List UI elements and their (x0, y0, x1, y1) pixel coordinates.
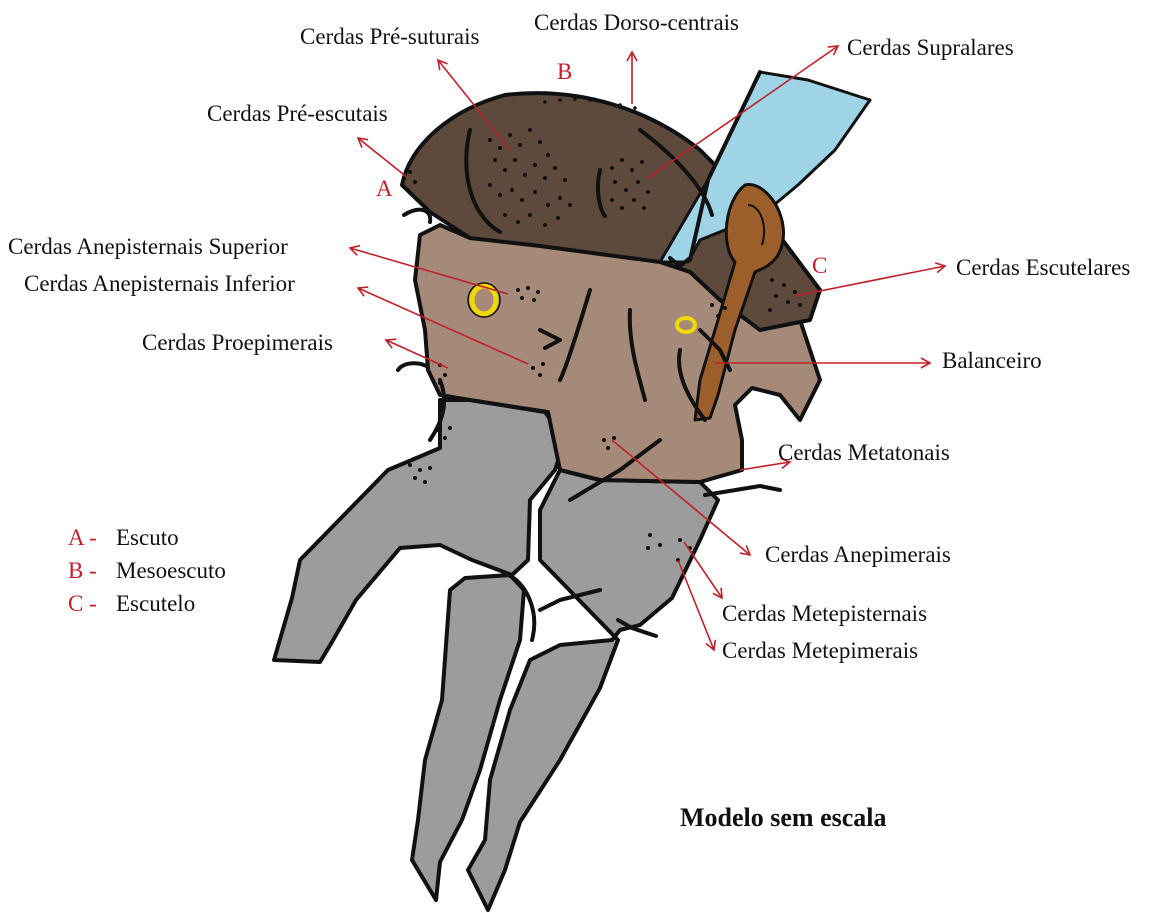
legend-letter: B - (68, 558, 97, 583)
footnote-scale: Modelo sem escala (680, 803, 887, 832)
legend-text: Escuto (116, 525, 179, 550)
label-metatonais: Cerdas Metatonais (778, 440, 950, 465)
label-dorso-centrais: Cerdas Dorso-centrais (534, 10, 739, 35)
label-anepisternais-inferior: Cerdas Anepisternais Inferior (24, 271, 295, 296)
legend-letter: C - (68, 591, 97, 616)
label-metepimerais: Cerdas Metepimerais (722, 638, 918, 663)
label-balanceiro: Balanceiro (942, 348, 1042, 373)
legend-text: Mesoescuto (116, 558, 226, 583)
region-letter-b: B (557, 59, 572, 84)
region-letter-c: C (812, 253, 827, 278)
label-anepimerais: Cerdas Anepimerais (765, 542, 951, 567)
legend-text: Escutelo (116, 591, 195, 616)
label-anepisternais-superior: Cerdas Anepisternais Superior (8, 234, 288, 259)
label-pre-escutais: Cerdas Pré-escutais (207, 101, 388, 126)
label-metepisternais: Cerdas Metepisternais (722, 601, 927, 626)
label-supralares: Cerdas Supralares (847, 35, 1014, 60)
legend-letter: A - (68, 525, 97, 550)
legend: A - Escuto B - Mesoescuto C - Escutelo (68, 525, 226, 616)
label-proepimerais: Cerdas Proepimerais (142, 330, 333, 355)
label-pre-suturais: Cerdas Pré-suturais (300, 24, 480, 49)
region-letter-a: A (376, 176, 393, 201)
label-escutelares: Cerdas Escutelares (956, 255, 1130, 280)
